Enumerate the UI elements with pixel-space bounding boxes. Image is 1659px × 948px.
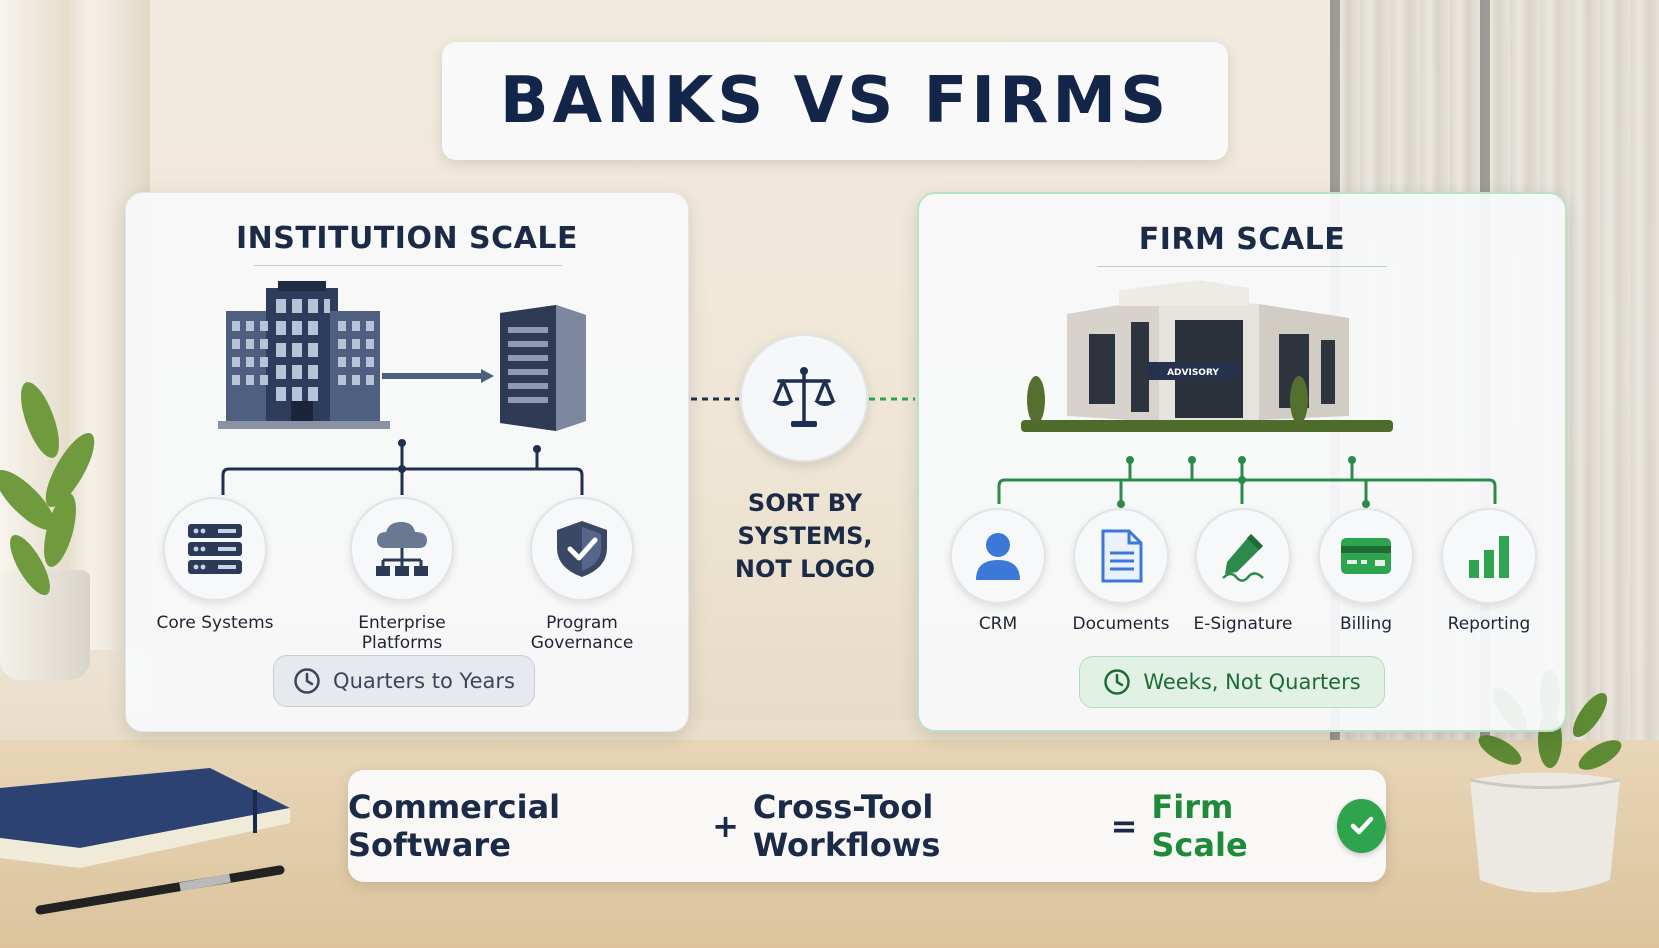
server-tower-icon xyxy=(500,305,586,431)
institution-timeline-badge: Quarters to Years xyxy=(273,655,535,707)
background-plant-left xyxy=(0,382,95,596)
enterprise-platforms-node xyxy=(350,497,454,601)
banner-cross-tool-workflows: Cross-Tool Workflows xyxy=(752,788,941,864)
clock-icon xyxy=(294,668,320,694)
institution-timeline-text: Quarters to Years xyxy=(333,669,515,693)
firm-timeline-badge: Weeks, Not Quarters xyxy=(1079,656,1385,708)
institution-scale-heading: INSTITUTION SCALE xyxy=(236,221,578,256)
crm-node xyxy=(950,508,1046,604)
bar-chart-icon xyxy=(1469,536,1509,578)
firm-timeline-text: Weeks, Not Quarters xyxy=(1143,670,1361,694)
program-governance-label: Program Governance xyxy=(530,613,634,653)
sort-by-systems-text: SORT BY SYSTEMS, NOT LOGO xyxy=(715,487,895,586)
clock-icon xyxy=(1104,669,1131,695)
program-governance-node xyxy=(530,497,634,601)
reporting-node xyxy=(1441,508,1537,604)
banner-firm-scale: Firm Scale xyxy=(1151,788,1248,864)
bank-building-icon xyxy=(218,281,390,429)
reporting-label: Reporting xyxy=(1447,614,1531,634)
institution-scale-panel: INSTITUTION SCALE xyxy=(125,192,689,732)
page-title: BANKS VS FIRMS xyxy=(499,64,1171,138)
firm-scale-panel: FIRM SCALE ADVISORY xyxy=(917,192,1567,732)
billing-node xyxy=(1318,508,1414,604)
heading-divider xyxy=(1097,266,1387,267)
heading-divider xyxy=(254,265,562,266)
institution-diagram xyxy=(218,281,586,495)
building-sign-text: ADVISORY xyxy=(1167,368,1219,378)
sort-text-line-1: SORT BY xyxy=(747,489,863,517)
e-signature-node xyxy=(1195,508,1291,604)
core-systems-node xyxy=(163,497,267,601)
enterprise-platforms-label: Enterprise Platforms xyxy=(358,613,446,653)
balance-scale-icon xyxy=(772,367,836,427)
billing-label: Billing xyxy=(1339,614,1393,634)
core-systems-label: Core Systems xyxy=(156,613,274,633)
balance-scale-node xyxy=(740,334,868,462)
banner-equals: = xyxy=(1110,807,1138,845)
e-signature-label: E-Signature xyxy=(1193,614,1293,634)
crm-label: CRM xyxy=(978,614,1018,634)
pen-signature-icon xyxy=(1222,534,1264,582)
banner-plus: + xyxy=(712,807,739,845)
documents-node xyxy=(1073,508,1169,604)
document-icon xyxy=(1101,529,1143,583)
check-circle-icon xyxy=(1337,799,1386,853)
background-notebook xyxy=(0,768,290,868)
sort-text-line-2: SYSTEMS, xyxy=(737,522,873,550)
server-rack-icon xyxy=(188,524,242,574)
documents-label: Documents xyxy=(1072,614,1170,634)
credit-card-icon xyxy=(1341,538,1391,574)
sort-text-line-3: NOT LOGO xyxy=(734,555,876,583)
firm-scale-heading: FIRM SCALE xyxy=(1138,222,1346,257)
user-icon xyxy=(976,533,1020,580)
cloud-network-icon xyxy=(376,522,428,576)
shield-check-icon xyxy=(557,521,607,577)
firm-diagram: ADVISORY xyxy=(997,280,1497,508)
title-card: BANKS VS FIRMS xyxy=(442,42,1228,160)
formula-banner: Commercial Software + Cross-Tool Workflo… xyxy=(348,770,1386,882)
background-pen xyxy=(35,865,285,915)
dashed-connectors xyxy=(691,397,915,401)
banner-commercial-software: Commercial Software xyxy=(348,788,561,864)
advisory-building-icon: ADVISORY xyxy=(1021,280,1393,432)
